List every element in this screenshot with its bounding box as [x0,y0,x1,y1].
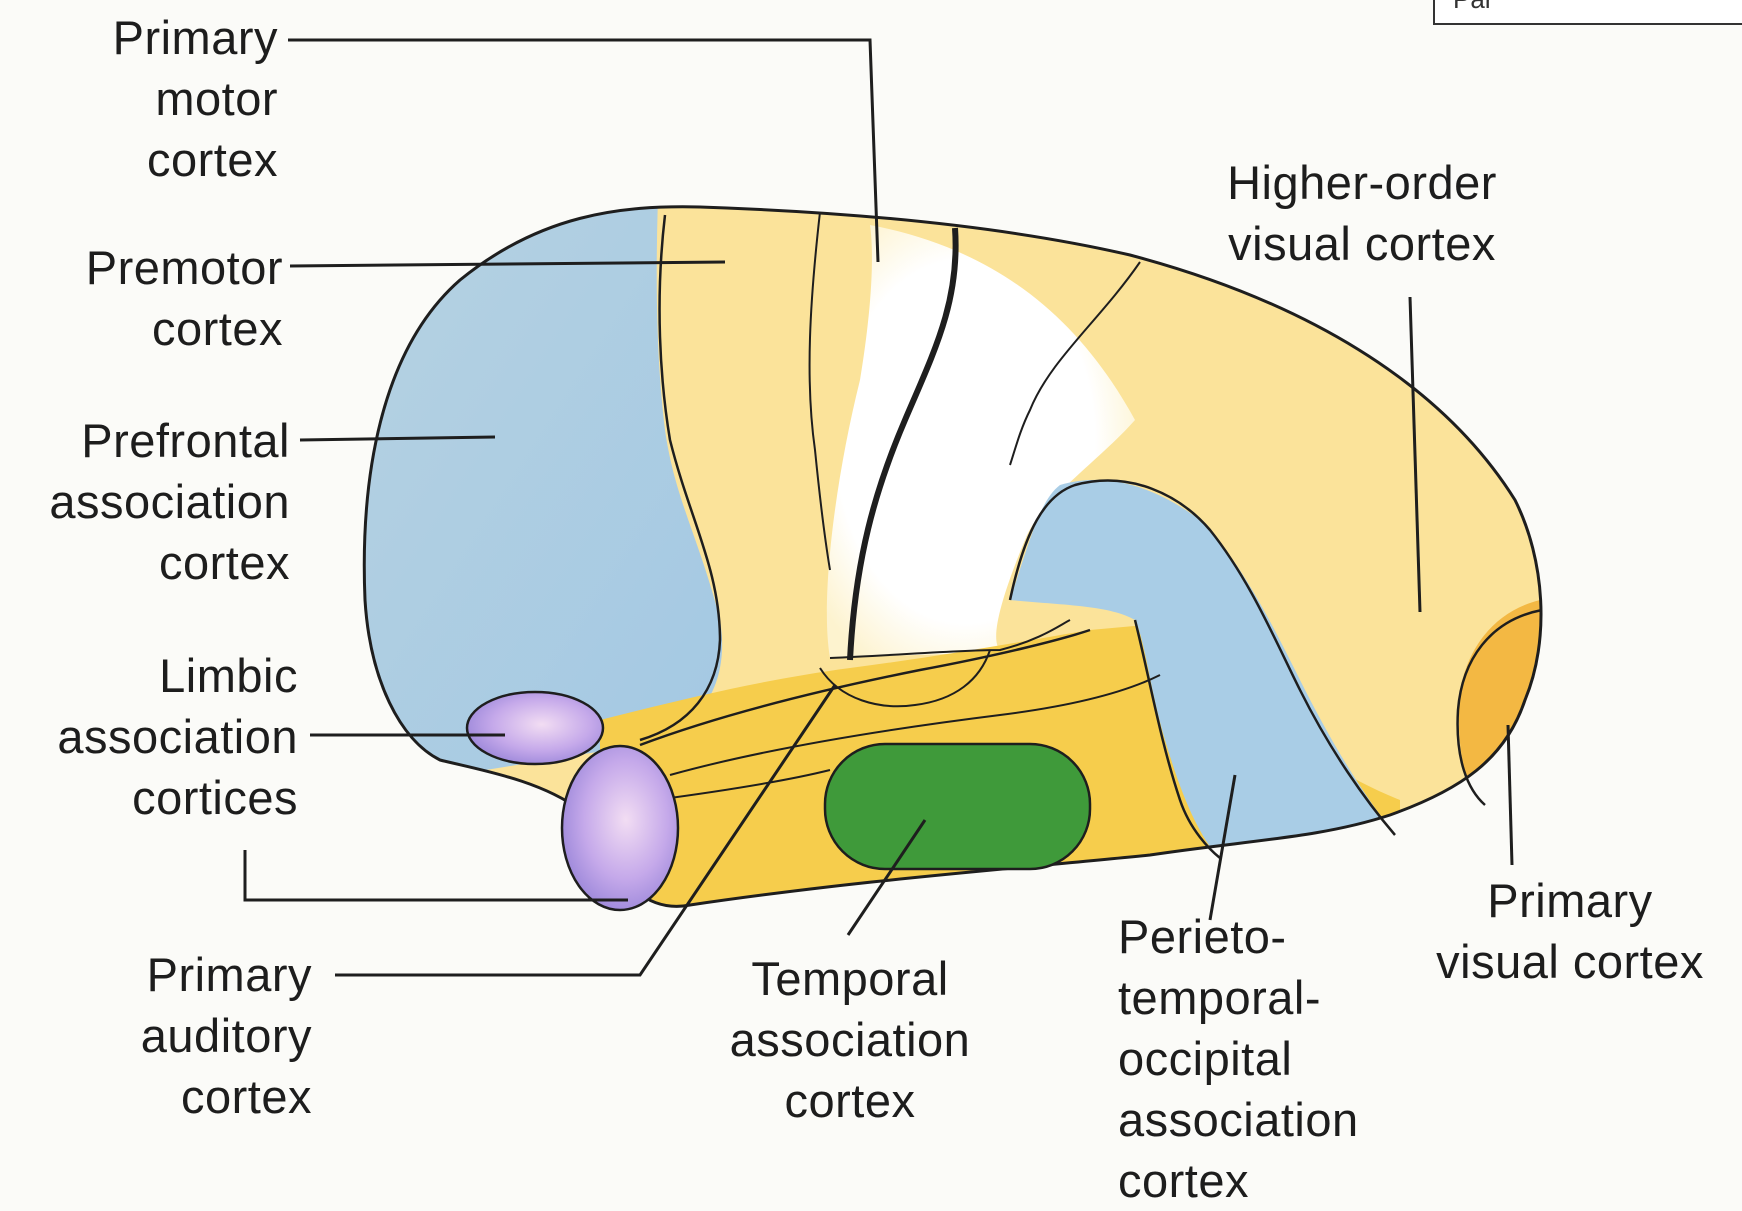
label-limbic-association-cortices: Limbic association cortices [14,645,298,828]
label-line: cortex [1118,1150,1418,1211]
label-line: Higher-order [1182,152,1542,213]
label-line: visual cortex [1182,213,1542,274]
label-primary-motor-cortex: Primary motor cortex [40,7,278,190]
label-line: Premotor [30,237,283,298]
label-line: visual cortex [1405,931,1735,992]
label-line: cortex [8,532,290,593]
label-higher-order-visual-cortex: Higher-order visual cortex [1182,152,1542,274]
label-primary-visual-cortex: Primary visual cortex [1405,870,1735,992]
label-line: association [8,471,290,532]
label-line: cortex [30,298,283,359]
label-line: occipital [1118,1028,1418,1089]
label-line: Primary [40,7,278,68]
label-line: Prefrontal [8,410,290,471]
label-line: cortex [40,129,278,190]
temporal-association-oval [825,744,1090,869]
label-prefrontal-association-cortex: Prefrontal association cortex [8,410,290,593]
label-parieto-temporal-occipital-association-cortex: Perieto- temporal- occipital association… [1118,906,1418,1211]
label-line: Perieto- [1118,906,1418,967]
label-line: cortex [700,1070,1000,1131]
label-line: Temporal [700,948,1000,1009]
label-line: association [700,1009,1000,1070]
leader-primary-visual [1508,725,1512,865]
label-line: cortices [14,767,298,828]
label-line: motor [40,68,278,129]
limbic-lobe-lower [562,746,678,910]
limbic-lobe-upper [467,692,603,764]
label-line: auditory [100,1005,312,1066]
label-line: association [1118,1089,1418,1150]
label-line: association [14,706,298,767]
label-line: Limbic [14,645,298,706]
label-line: Primary [1405,870,1735,931]
label-primary-auditory-cortex: Primary auditory cortex [100,944,312,1127]
label-line: Primary [100,944,312,1005]
label-line: temporal- [1118,967,1418,1028]
label-line: cortex [100,1066,312,1127]
label-temporal-association-cortex: Temporal association cortex [700,948,1000,1131]
label-premotor-cortex: Premotor cortex [30,237,283,359]
